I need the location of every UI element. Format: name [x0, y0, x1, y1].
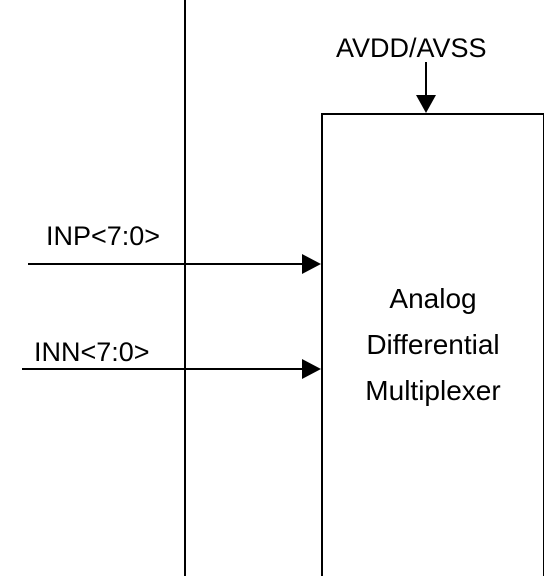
inn-arrow-head: [302, 359, 321, 379]
inp-label: INP<7:0>: [46, 221, 160, 251]
block-title-line-1: Analog: [389, 283, 476, 314]
mux-block: [321, 113, 544, 576]
inn-label: INN<7:0>: [34, 337, 150, 367]
supply-label: AVDD/AVSS: [336, 33, 487, 63]
block-title-line-3: Multiplexer: [365, 375, 500, 406]
supply-arrow-head: [416, 95, 436, 113]
inp-arrow-head: [302, 254, 321, 274]
block-title-line-2: Differential: [366, 329, 499, 360]
